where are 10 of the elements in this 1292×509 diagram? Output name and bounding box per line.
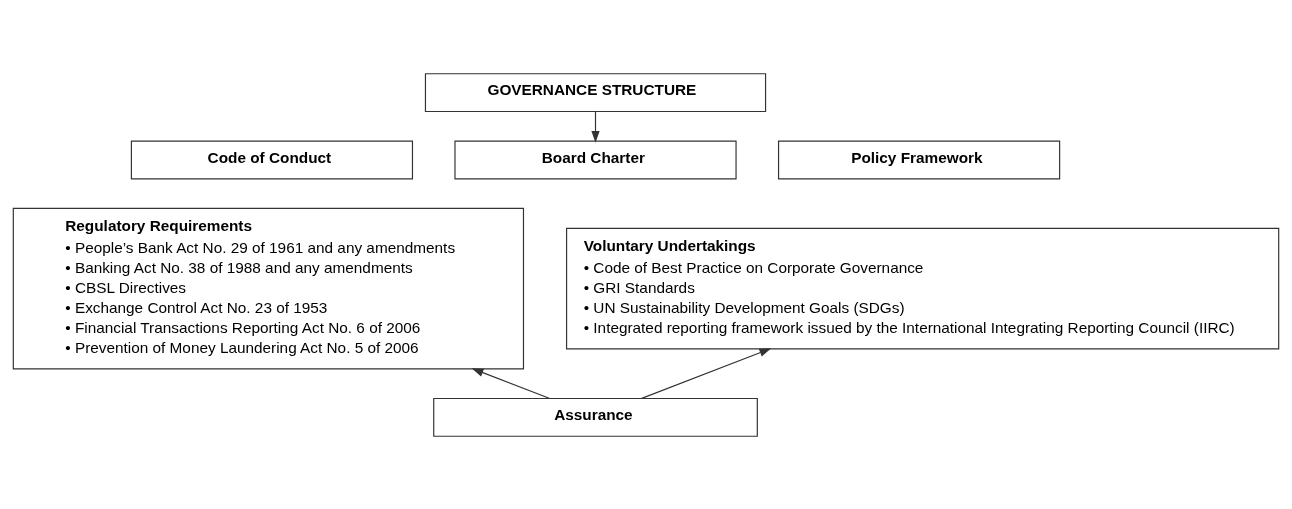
node-box: Regulatory Requirements • People’s Bank Act No. 29 of 1961 and any amendments • Banking Act No. 38 of 1988 and any amendments • CBSL Directives • Exchange Control Act No. 23 of 1953 • Financial Transactions Reporting Act No. 6 of 2006 • Prevention of Money Laundering Act No. 5 of 2006 [12, 207, 525, 370]
arrow [471, 367, 550, 399]
node-box: Voluntary Undertakings • Code of Best Practice on Corporate Governance • GRI Standards • UN Sustainability Development Goals (SDGs) • Integrated reporting framework issued by the International Integrating Reporting Council (IIRC) [566, 227, 1280, 349]
node-box: Board Charter [454, 139, 737, 179]
node-box: GOVERNANCE STRUCTURE [424, 72, 767, 112]
arrow [591, 110, 600, 143]
node-box: Code of Conduct [130, 139, 414, 179]
arrow [641, 347, 772, 399]
node-box: Policy Framework [777, 139, 1061, 179]
node-box: Assurance [433, 397, 758, 437]
